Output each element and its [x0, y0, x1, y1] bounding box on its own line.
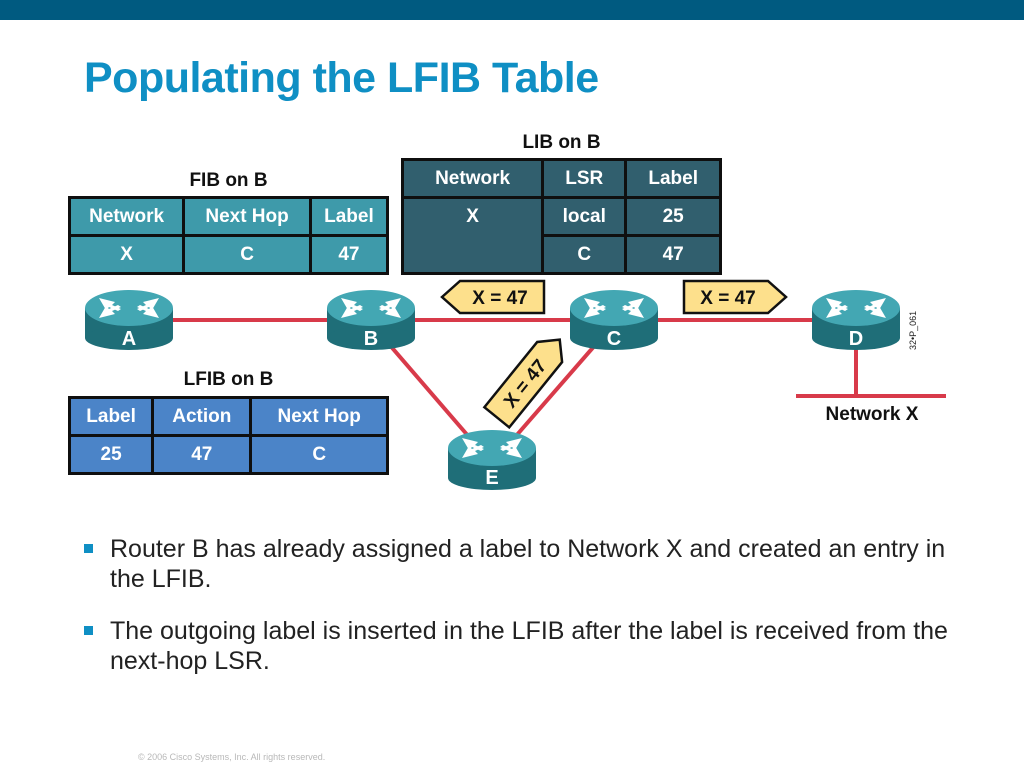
table-cell: 47 [308, 234, 390, 275]
page-title: Populating the LFIB Table [84, 54, 599, 102]
table-header-cell: Label [624, 158, 722, 199]
network-x-label: Network X [826, 404, 919, 425]
lfib-table: Label Action Next Hop 25 47 C [67, 396, 389, 475]
lib-caption: LIB on B [522, 132, 601, 153]
table-cell: C [249, 434, 389, 475]
top-bar [0, 0, 1024, 20]
router-label-c: C [607, 328, 621, 350]
table-row: 25 47 C [67, 434, 389, 475]
figure-code: 32•P_061 [908, 311, 918, 350]
bullet-item: The outgoing label is inserted in the LF… [84, 616, 964, 676]
bullet-list: Router B has already assigned a label to… [84, 534, 964, 698]
label-tag-c-to-b: X = 47 [440, 279, 546, 315]
router-label-e: E [485, 467, 498, 489]
table-header-cell: Network [67, 196, 186, 237]
fib-table: Network Next Hop Label X C 47 [67, 196, 390, 275]
link-c-e [500, 326, 612, 454]
table-cell: 47 [624, 234, 722, 275]
router-b: B [327, 290, 415, 350]
table-header-cell: Next Hop [249, 396, 389, 437]
label-tag-text: X = 47 [472, 288, 527, 309]
router-a: A [85, 290, 173, 350]
bullet-item: Router B has already assigned a label to… [84, 534, 964, 594]
router-c: C [570, 290, 658, 350]
table-header-cell: Network [400, 158, 545, 199]
fib-caption: FIB on B [189, 170, 268, 191]
table-header-row: Network Next Hop Label [67, 196, 390, 237]
router-e: E [448, 430, 536, 490]
copyright-notice: © 2006 Cisco Systems, Inc. All rights re… [138, 752, 326, 762]
table-header-cell: LSR [541, 158, 628, 199]
table-header-row: Network LSR Label [400, 158, 722, 199]
label-tag-c-to-e: X = 47 [482, 338, 564, 430]
table-cell-network: X [400, 196, 545, 275]
label-tag-d-to-c: X = 47 [682, 279, 788, 315]
table-cell: 25 [624, 196, 722, 237]
label-tag-text: X = 47 [700, 288, 755, 309]
table-header-cell: Label [67, 396, 155, 437]
lfib-caption: LFIB on B [183, 369, 274, 390]
bullet-text: The outgoing label is inserted in the LF… [110, 617, 948, 675]
table-cell: C [182, 234, 312, 275]
router-label-a: A [122, 328, 136, 350]
table-header-cell: Action [151, 396, 253, 437]
bullet-marker-icon [84, 626, 93, 635]
router-label-b: B [364, 328, 378, 350]
link-b-e [373, 326, 484, 454]
router-d: D [812, 290, 900, 350]
table-cell: 25 [67, 434, 155, 475]
table-cell: local [541, 196, 628, 237]
bullet-text: Router B has already assigned a label to… [110, 535, 946, 593]
table-cell: C [541, 234, 628, 275]
table-header-row: Label Action Next Hop [67, 396, 389, 437]
table-row: C 47 [403, 234, 722, 275]
table-cell: 47 [151, 434, 253, 475]
table-row: X local 25 [400, 196, 722, 275]
table-header-cell: Label [308, 196, 390, 237]
table-cell: X [67, 234, 186, 275]
table-row: X C 47 [67, 234, 390, 275]
table-header-cell: Next Hop [182, 196, 312, 237]
router-label-d: D [849, 328, 863, 350]
bullet-marker-icon [84, 544, 93, 553]
lib-table: Network LSR Label X local 25 C 47 [400, 158, 722, 275]
